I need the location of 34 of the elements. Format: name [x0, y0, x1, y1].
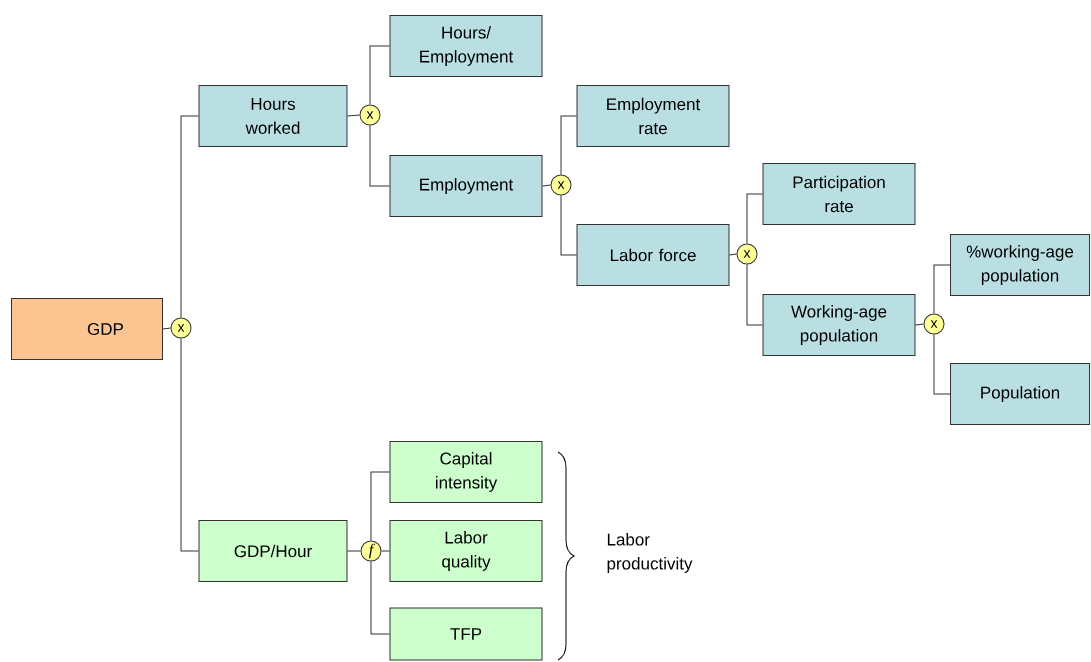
brace-label: Labor productivity — [607, 533, 693, 573]
connector-line — [746, 193, 763, 244]
process-box: Hours worked — [198, 85, 348, 147]
connector-line — [933, 264, 951, 314]
process-box: GDP/Hour — [198, 520, 348, 582]
connector-line — [746, 264, 763, 326]
connector-line — [370, 471, 390, 541]
connector-line — [347, 550, 361, 552]
process-box: %working-age population — [950, 234, 1090, 296]
process-box: Working-age population — [762, 294, 916, 356]
process-box: TFP — [389, 607, 543, 661]
connector-line — [370, 561, 390, 635]
process-box: Participation rate — [762, 163, 916, 225]
connector-line — [369, 125, 390, 187]
connector-line — [180, 115, 199, 318]
connector-line — [729, 253, 737, 256]
connector-line — [560, 115, 577, 175]
process-box: Labor force — [576, 224, 730, 286]
connector-line — [369, 45, 390, 105]
process-box: Employment — [389, 155, 543, 217]
connector-line — [180, 338, 199, 552]
connector-line — [381, 550, 390, 552]
process-box: GDP — [11, 298, 163, 360]
process-box: Labor quality — [389, 520, 543, 582]
connector-line — [560, 195, 577, 256]
connector-line — [162, 327, 171, 330]
process-box: Capital intensity — [389, 441, 543, 503]
process-box: Employment rate — [576, 85, 730, 147]
connector-line — [542, 184, 551, 187]
connector-line — [347, 114, 360, 117]
connector-line — [933, 334, 951, 395]
connector-line — [915, 323, 924, 326]
process-box: Population — [950, 363, 1090, 425]
process-box: Hours/ Employment — [389, 15, 543, 77]
